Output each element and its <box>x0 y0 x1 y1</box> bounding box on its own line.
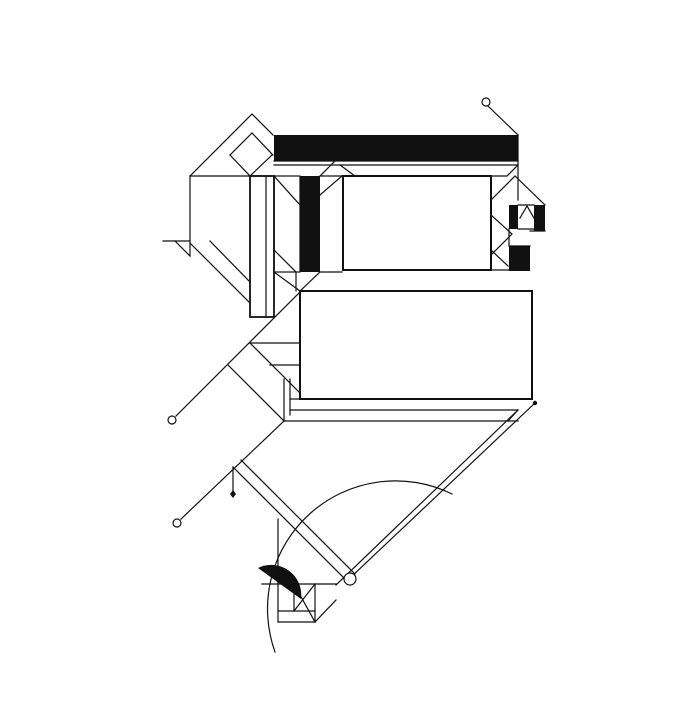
middle-connector <box>273 271 321 292</box>
top-right-pin <box>481 97 519 136</box>
black-half-disc <box>258 564 302 599</box>
vertical-pillar <box>249 175 275 318</box>
top-black-bar <box>274 135 518 161</box>
right-stepped-shapes <box>490 134 546 271</box>
left-diagonal-structure <box>167 291 538 586</box>
upper-main-rectangle <box>342 175 492 271</box>
upper-left-diamond <box>162 113 274 304</box>
lower-left-pin <box>172 420 285 528</box>
bottom-small-shapes <box>261 518 337 623</box>
lower-diagonal-band <box>230 459 357 586</box>
left-inner-column <box>273 159 356 273</box>
lower-main-rectangle <box>299 290 533 400</box>
large-arc <box>266 480 453 653</box>
